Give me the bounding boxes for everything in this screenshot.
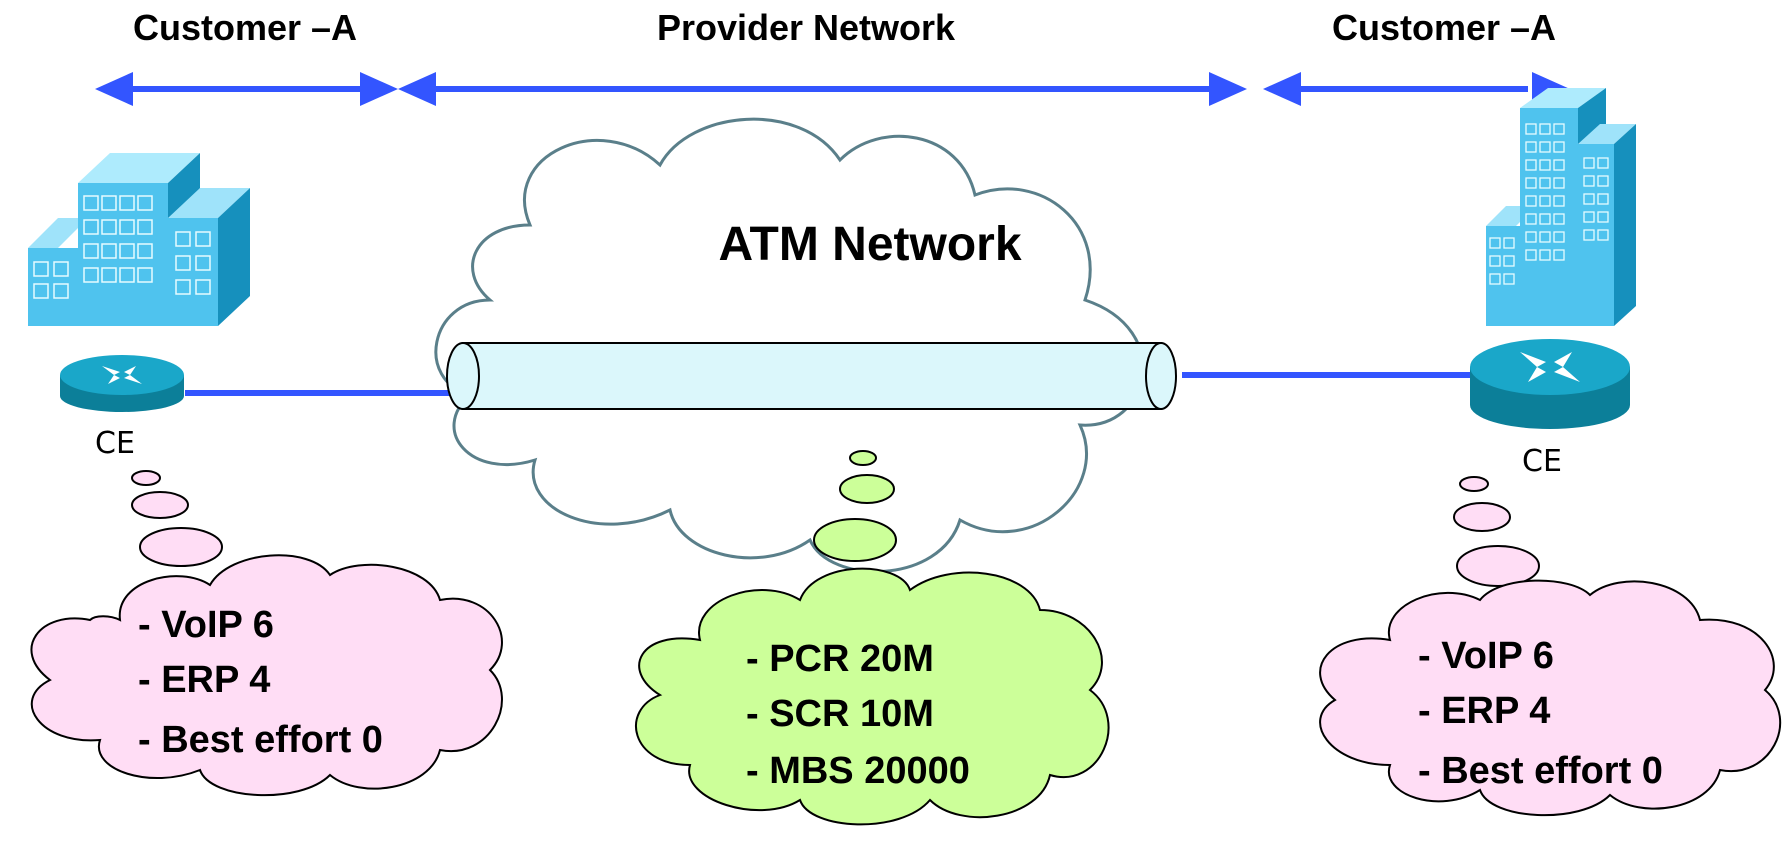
right-policy-item: - ERP 4 <box>1418 690 1550 732</box>
provider-network-label: Provider Network <box>657 7 956 48</box>
left-policy-item: - Best effort 0 <box>138 719 383 761</box>
left-customer-label: Customer –A <box>133 7 357 48</box>
right-router-label: CE <box>1522 444 1562 479</box>
atm-virtual-circuit-tube-icon <box>446 342 1177 410</box>
left-customer-double-arrow-icon <box>95 72 398 106</box>
atm-policy-item: - MBS 20000 <box>746 750 970 792</box>
center-thought-bubbles <box>813 450 897 562</box>
left-policy-cloud-icon <box>30 554 503 797</box>
right-policy-item: - Best effort 0 <box>1418 750 1663 792</box>
right-policy-list: - VoIP 6 - ERP 4 - Best effort 0 <box>1418 635 1663 792</box>
right-policy-cloud-icon <box>1319 579 1782 817</box>
atm-policy-item: - SCR 10M <box>746 693 934 735</box>
atm-network-label: ATM Network <box>718 218 1021 271</box>
right-thought-bubbles <box>1453 476 1540 587</box>
left-router-label: CE <box>95 426 135 461</box>
atm-policy-cloud-icon <box>635 567 1110 826</box>
right-building-icon <box>1486 88 1636 326</box>
left-policy-item: - ERP 4 <box>138 659 270 701</box>
left-policy-item: - VoIP 6 <box>138 604 274 646</box>
right-customer-label: Customer –A <box>1332 7 1556 48</box>
right-customer-double-arrow-icon <box>1263 72 1570 106</box>
provider-double-arrow-icon <box>398 72 1247 106</box>
right-router-icon <box>1470 339 1630 429</box>
left-router-icon <box>60 355 184 412</box>
right-policy-item: - VoIP 6 <box>1418 635 1554 677</box>
atm-policy-item: - PCR 20M <box>746 638 934 680</box>
left-policy-list: - VoIP 6 - ERP 4 - Best effort 0 <box>138 604 383 761</box>
left-building-icon <box>28 153 250 326</box>
atm-policy-list: - PCR 20M - SCR 10M - MBS 20000 <box>746 638 970 792</box>
left-thought-bubbles <box>131 470 223 567</box>
